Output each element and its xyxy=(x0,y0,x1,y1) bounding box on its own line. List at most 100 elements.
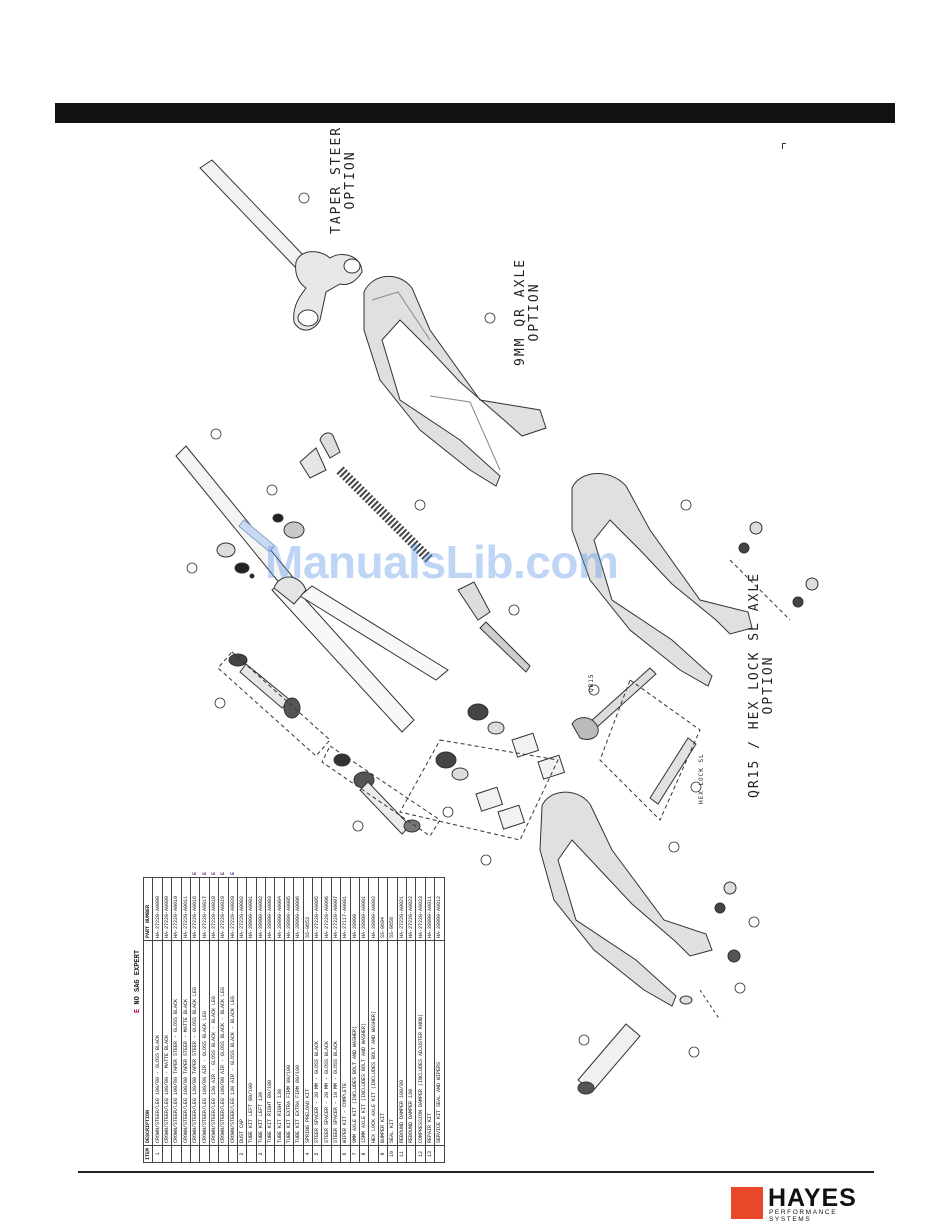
header-rev xyxy=(144,858,153,877)
row-description: STEER SPACER - 20 MM - GLOSS BLACK xyxy=(321,940,332,1146)
row-description: STEER SPACER - 30 MM - GLOSS BLACK xyxy=(312,940,322,1146)
row-item xyxy=(171,1145,182,1163)
row-item: 6 xyxy=(340,1145,351,1163)
row-part-number: HA-27220-A0007 xyxy=(331,877,341,941)
row-rev xyxy=(275,858,284,877)
lower-leg-9mm xyxy=(363,275,547,487)
label-line-2: OPTION xyxy=(343,150,358,210)
row-description: WIPER KIT - COMPLETE xyxy=(340,940,351,1146)
lower-leg-qr15 xyxy=(571,473,819,687)
row-rev xyxy=(425,858,434,877)
row-rev: E xyxy=(229,871,236,875)
row-item xyxy=(218,1145,229,1163)
parts-table: E NO SAG EXPERT ITEM DESCRIPTION PART NU… xyxy=(134,858,445,1163)
row-part-number: HA-27220-A0002 xyxy=(237,877,247,941)
table-row: CROWN/STEER/LEG 130 AIR - GLOSS BLACK - … xyxy=(209,858,219,1163)
row-item: 1 xyxy=(152,1145,163,1163)
lower-leg-bottom xyxy=(539,791,741,1095)
row-rev xyxy=(181,858,190,877)
row-item: 12 xyxy=(415,1145,426,1163)
row-rev xyxy=(162,858,171,877)
stanchion-tubes xyxy=(175,445,449,733)
row-description: CROWN/STEER/LEG 130/80 TAPER STEER - GLO… xyxy=(190,940,200,1146)
row-rev: E xyxy=(210,871,217,875)
hex-lock-axle xyxy=(599,679,701,821)
row-description: REBOUND DAMPER 100/80 xyxy=(397,940,407,1146)
row-rev xyxy=(172,858,181,877)
row-item: 11 xyxy=(397,1145,407,1163)
row-description: COMPRESSION DAMPER (INCLUDES ADJUSTER KN… xyxy=(415,940,426,1146)
logo-square xyxy=(731,1187,763,1219)
row-description: 9MM AXLE KIT (INCLUDES BOLT AND WASHER) xyxy=(350,940,360,1146)
row-part-number: HA-27220-A0011 xyxy=(181,877,191,941)
hex-lock-axle-label: HEX LOCK SL xyxy=(698,753,705,804)
watermark: ManualsLib.com xyxy=(265,536,619,588)
row-description: CROWN/STEER/LEG 130 AIR - GLOSS BLACK - … xyxy=(228,940,238,1146)
header-bar xyxy=(55,103,895,123)
row-part-number: HA-28990-A0005 xyxy=(284,877,294,941)
row-item xyxy=(293,1145,304,1163)
title-prefix: E xyxy=(134,1008,142,1013)
row-description: TUBE KIT RIGHT 130 xyxy=(274,940,285,1146)
table-row: HEX LOCK AXLE KIT (INCLUDES BOLT AND WAS… xyxy=(368,858,379,1163)
row-item xyxy=(228,1145,238,1163)
header-row: ITEM DESCRIPTION PART NUMBER xyxy=(143,858,153,1163)
table-row: CROWN/STEER/LEG 100/80 TAPER STEER - GLO… xyxy=(171,858,182,1163)
row-rev xyxy=(331,858,340,877)
row-part-number: HA-28990-A0001 xyxy=(359,877,369,941)
row-item xyxy=(284,1145,294,1163)
row-description: REPAIR KIT xyxy=(425,940,435,1146)
row-item xyxy=(406,1145,416,1163)
row-part-number: HA-28990-A0001 xyxy=(246,877,257,941)
row-part-number: HA-27220-A0010 xyxy=(171,877,182,941)
table-row: CROWN/STEER/LEG 130 AIR - GLOSS BLACK - … xyxy=(228,858,238,1163)
row-part-number: HA-27220-A0006 xyxy=(321,877,332,941)
row-item xyxy=(190,1145,200,1163)
row-description: CROWN/STEER/LEG 100/80 - GLOSS BLACK xyxy=(152,940,163,1146)
parts-table-title: E NO SAG EXPERT xyxy=(134,858,143,1163)
row-part-number: HA-28990-A0012 xyxy=(434,877,444,941)
taper-steer-option-label: TAPER STEER OPTION xyxy=(329,125,358,234)
row-rev xyxy=(256,858,265,877)
row-part-number: SS-9653 xyxy=(303,877,313,941)
row-item xyxy=(321,1145,332,1163)
row-rev: E xyxy=(192,871,199,875)
row-rev xyxy=(406,858,415,877)
row-description: CROWN/STEER/LEG 100/80 - MATTE BLACK xyxy=(162,940,172,1146)
table-row: CROWN/STEER/LEG 130/80 TAPER STEER - GLO… xyxy=(190,858,200,1163)
row-description: TUBE KIT LEFT 130 xyxy=(256,940,266,1146)
row-item xyxy=(209,1145,219,1163)
row-rev xyxy=(341,858,350,877)
seal-bushings xyxy=(399,703,566,841)
row-item xyxy=(434,1145,444,1163)
row-description: TUBE KIT EXTRA FIRM 80/100 xyxy=(293,940,304,1146)
row-rev xyxy=(359,858,368,877)
row-rev xyxy=(284,858,293,877)
row-item: 2 xyxy=(237,1145,247,1163)
row-part-number: SS-9658 xyxy=(387,877,398,941)
table-row: CROWN/STEER/LEG 100/80 AIR - GLOSS BLACK… xyxy=(199,858,210,1163)
row-rev: E xyxy=(220,871,227,875)
row-part-number: HA-27220-A0023 xyxy=(415,877,426,941)
row-rev xyxy=(435,858,444,877)
row-description: CROWN/STEER/LEG 100/80 TAPER STEER - GLO… xyxy=(171,940,182,1146)
row-item xyxy=(181,1145,191,1163)
row-item: 8 xyxy=(359,1145,369,1163)
label-line-1: TAPER STEER xyxy=(329,125,344,234)
logo-tagline: PERFORMANCE SYSTEMS xyxy=(769,1209,838,1223)
row-part-number: HA-27220-A0019 xyxy=(218,877,229,941)
row-part-number: HA-28990-A0002 xyxy=(256,877,266,941)
row-part-number: HA-27220-A0020 xyxy=(228,877,238,941)
